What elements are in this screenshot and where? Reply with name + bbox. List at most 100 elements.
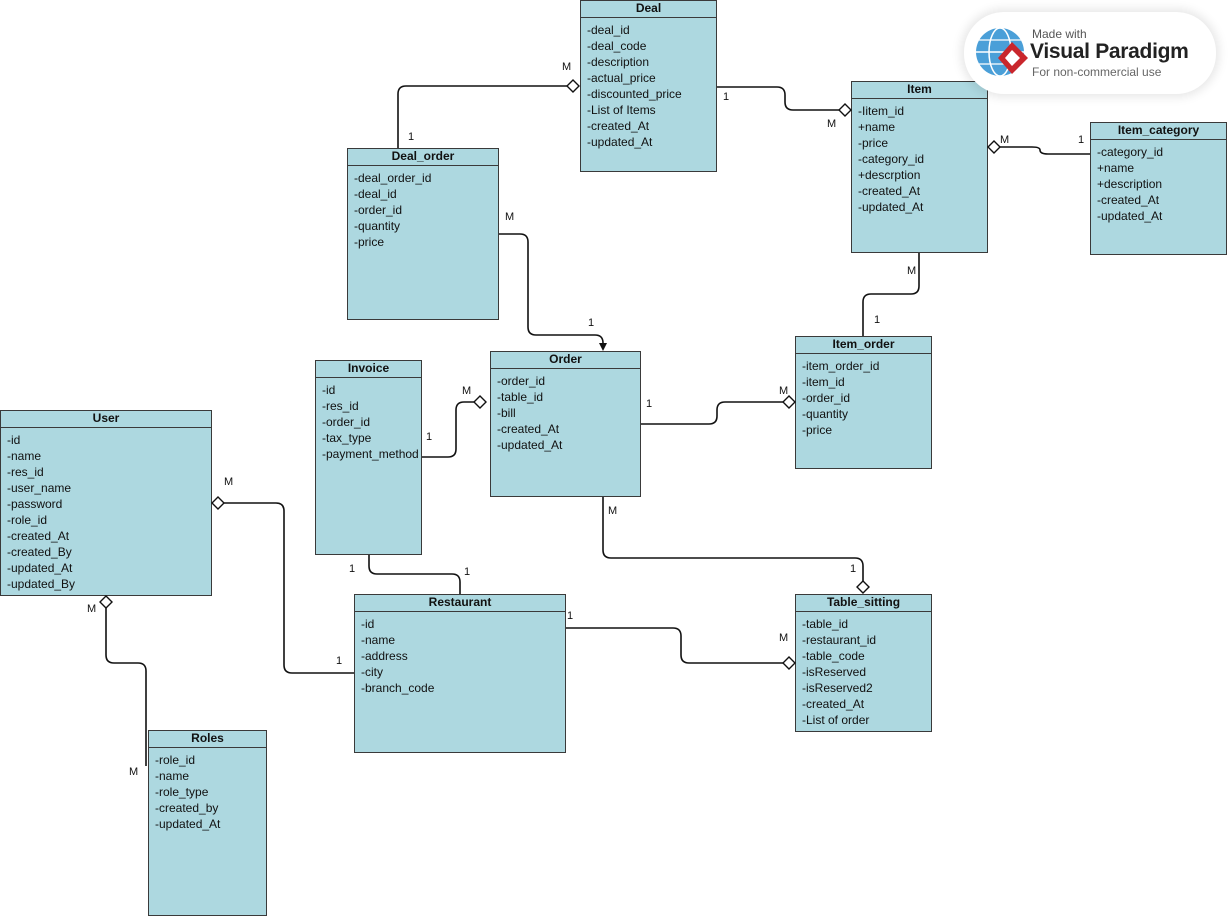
multiplicity-label: M [1000,134,1009,146]
connection-deal-item[interactable]: 1 M [717,86,852,130]
attribute: -res_id [7,465,44,479]
attribute: -updated_At [858,200,924,214]
multiplicity-label: 1 [850,563,856,575]
multiplicity-label: 1 [874,314,880,326]
attribute: -deal_id [587,23,630,37]
attribute: -id [361,617,375,631]
multiplicity-label: 1 [1078,134,1084,146]
class-title: Deal_order [348,149,498,166]
multiplicity-label: M [907,265,916,277]
class-deal[interactable]: Deal -deal_id-deal_code-description-actu… [580,0,717,172]
connection-invoice-restaurant[interactable]: 1 1 [349,555,470,594]
class-title: Table_sitting [796,595,931,612]
class-title: Invoice [316,361,421,378]
connection-deal-order-deal[interactable]: 1 M [397,61,580,148]
attribute: -category_id [1097,145,1164,159]
connection-restaurant-table-sitting[interactable]: 1 M [566,610,796,670]
attribute-list: -role_id-name-role_type-created_by-updat… [149,748,266,832]
class-invoice[interactable]: Invoice -id-res_id-order_id-tax_type-pay… [315,360,422,555]
attribute: -role_type [155,785,209,799]
attribute-list: -deal_order_id -deal_id -order_id -quantity… [348,166,498,250]
connection-roles-user[interactable]: M M [87,595,147,778]
class-roles[interactable]: Roles -role_id-name-role_type-created_by… [148,730,267,916]
attribute-list: -table_id -restaurant_id -table_code -isRes… [796,612,931,728]
watermark-brand: Visual Paradigm [1030,40,1189,63]
attribute: -order_id [802,391,851,405]
multiplicity-label: 1 [646,398,652,410]
attribute: -item_order_id [802,359,880,373]
attribute: -discounted_price [587,87,682,101]
attribute: -id [322,383,336,397]
attribute: -updated_At [7,561,73,575]
attribute: -name [155,769,190,783]
attribute: -restaurant_id [802,633,877,647]
class-table-sitting[interactable]: Table_sitting -table_id-restaurant_id-ta… [795,594,932,732]
multiplicity-label: M [224,476,233,488]
attribute-list: -item_order_id -item_id -order_id -quantity… [796,354,931,438]
connection-deal-order-order[interactable]: M 1 [499,211,607,351]
attribute: -category_id [858,152,925,166]
class-user[interactable]: User -id-name-res_id-user_name-password-… [0,410,212,596]
attribute: -created_At [7,529,70,543]
connection-restaurant-user[interactable]: 1 M [211,476,354,674]
multiplicity-label: 1 [567,610,573,622]
connection-order-item-order[interactable]: 1 M [641,385,796,425]
attribute: -Iitem_id [858,104,905,118]
attribute: -List of order [802,713,870,727]
connection-item-category-item[interactable]: 1 M [987,134,1090,155]
class-title: Deal [581,1,716,18]
connection-item-order-item[interactable]: M 1 [862,253,920,336]
attribute: -res_id [322,399,359,413]
attribute: -deal_id [354,187,397,201]
attribute: -quantity [354,219,401,233]
attribute-list: -Iitem_id+name-price-category_id+descrpt… [852,99,987,215]
attribute: -created_By [7,545,72,559]
attribute: -created_by [155,801,219,815]
class-deal-order[interactable]: Deal_order -deal_order_id -deal_id -order_… [347,148,499,320]
attribute: -table_code [802,649,865,663]
connection-order-table-sitting[interactable]: M 1 [602,497,870,594]
attribute: -payment_method [322,447,419,461]
attribute: -address [361,649,408,663]
attribute: -quantity [802,407,849,421]
attribute: -order_id [354,203,403,217]
class-title: Item_order [796,337,931,354]
attribute-list: -order_id-table_id-bill-created_At-updat… [491,369,640,453]
multiplicity-label: M [129,766,138,778]
attribute: -created_At [1097,193,1160,207]
multiplicity-label: 1 [408,131,414,143]
attribute: -updated_At [497,438,563,452]
attribute: -item_id [802,375,845,389]
connection-invoice-order[interactable]: 1 M [422,385,487,458]
multiplicity-label: 1 [464,566,470,578]
attribute: -description [587,55,650,69]
attribute: -price [858,136,889,150]
attribute: -price [354,235,385,249]
watermark-made-with: Made with [1032,27,1087,41]
class-item-category[interactable]: Item_category -category_id+name+descript… [1090,122,1227,255]
class-restaurant[interactable]: Restaurant -id-name-address-city-branch_… [354,594,566,753]
class-order[interactable]: Order -order_id-table_id-bill-created_At… [490,351,641,497]
class-item[interactable]: Item -Iitem_id+name-price-category_id+de… [851,81,988,253]
attribute: -isReserved2 [802,681,873,695]
attribute: -deal_code [587,39,647,53]
class-item-order[interactable]: Item_order -item_order_id -item_id -order_… [795,336,932,469]
attribute: -name [7,449,42,463]
attribute-list: -id-name-address-city-branch_code [355,612,565,696]
attribute: -tax_type [322,431,372,445]
attribute: -deal_order_id [354,171,432,185]
class-title: Order [491,352,640,369]
multiplicity-label: M [562,61,571,73]
attribute: -city [361,665,383,679]
attribute-list: -id-name-res_id-user_name-password-role_… [1,428,211,592]
class-title: Roles [149,731,266,748]
class-title: Item_category [1091,123,1226,140]
attribute: -isReserved [802,665,867,679]
multiplicity-label: M [827,118,836,130]
class-title: User [1,411,211,428]
multiplicity-label: M [87,603,96,615]
attribute: -table_id [802,617,849,631]
attribute: -updated_At [587,135,653,149]
multiplicity-label: 1 [723,91,729,103]
